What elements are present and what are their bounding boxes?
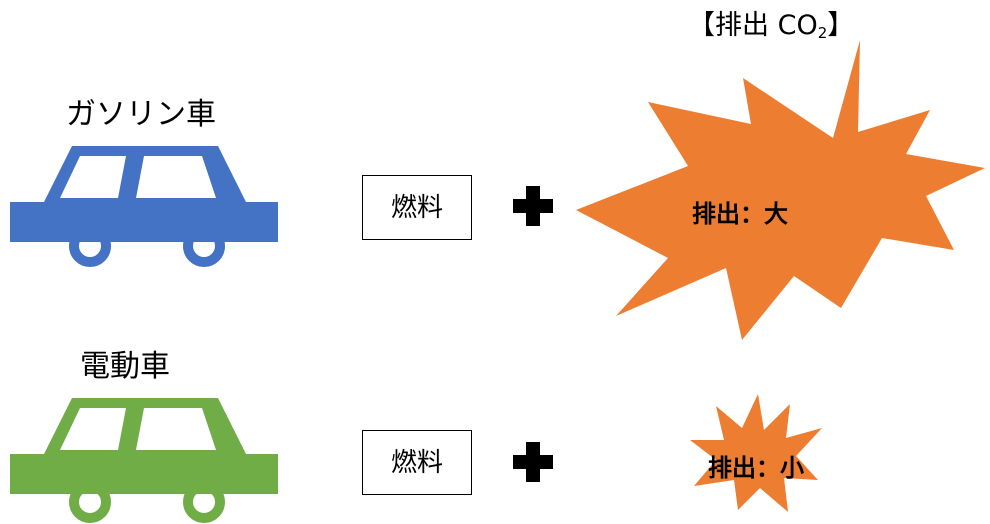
small-emission-label: 排出：小: [708, 454, 804, 482]
large-emission-label: 排出：大: [692, 200, 788, 228]
electric-car-label: 電動車: [80, 349, 170, 384]
emission-header-word: 排出: [715, 10, 769, 41]
gasoline-car-label: ガソリン車: [66, 97, 216, 132]
large-emission-burst-icon: [576, 40, 985, 340]
electric-car-icon: [10, 398, 278, 523]
electric-plus-icon: [513, 442, 553, 482]
emission-header-open-bracket: 【: [688, 10, 715, 41]
gasoline-fuel-label: 燃料: [390, 192, 443, 223]
gasoline-fuel-box: 燃料: [362, 175, 472, 240]
emission-header-co: CO: [777, 10, 818, 41]
gasoline-car-icon: [10, 146, 278, 267]
gasoline-plus-icon: [513, 186, 553, 226]
emission-header-subscript: 2: [817, 24, 828, 42]
electric-fuel-label: 燃料: [390, 447, 443, 478]
emission-header-close-bracket: 】: [827, 10, 855, 41]
emission-header: 【排出 CO2】: [688, 10, 855, 42]
electric-fuel-box: 燃料: [362, 430, 472, 495]
small-emission-burst-icon: [690, 394, 822, 512]
